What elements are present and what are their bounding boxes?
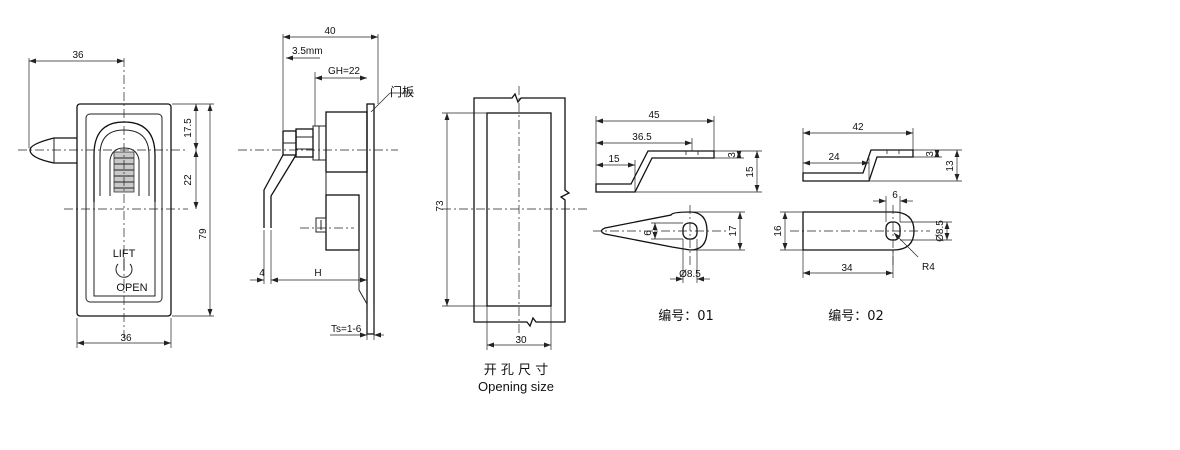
label-lift: LIFT: [113, 248, 136, 260]
cam01-caption: 编号：01: [658, 309, 714, 324]
dim-opening-height: 73: [435, 200, 446, 212]
side-view: 40 3.5mm GH=22 门板 4 H Ts=1-6: [238, 26, 414, 340]
dim-depth: 40: [324, 26, 336, 37]
cam02-dim-34: 34: [841, 263, 853, 274]
cam02-dim-6: 6: [892, 190, 898, 201]
cam02-dim-dia: Ø8.5: [935, 220, 946, 242]
cam01-dim-36-5: 36.5: [632, 132, 652, 143]
dim-h: H: [314, 268, 321, 279]
cam02-dim-13: 13: [945, 160, 956, 172]
cam02-dim-24: 24: [828, 152, 840, 163]
dim-width-top: 36: [72, 50, 84, 61]
cam01-dim-45: 45: [648, 110, 660, 121]
cam02-dim-3: 3: [925, 151, 936, 157]
label-door-panel: 门板: [390, 84, 414, 99]
dim-offset: 3.5mm: [292, 46, 323, 57]
cam01-dim-17: 17: [728, 225, 739, 237]
front-view: LIFT OPEN 36 36 17.5 22 79: [18, 50, 214, 348]
label-open: OPEN: [116, 282, 147, 294]
dim-height: 79: [198, 228, 209, 240]
caption-opening-en: Opening size: [478, 379, 554, 394]
dim-4: 4: [259, 268, 265, 279]
dim-width-bottom: 36: [120, 333, 132, 344]
cam02-dim-16: 16: [773, 225, 784, 237]
dim-gh: GH=22: [328, 66, 360, 77]
cam01-dim-3: 3: [727, 152, 738, 158]
open-indicator-icon: [115, 259, 133, 278]
cam-01-view: 45 36.5 15 3 15 6 17 Ø8.5 编号：01: [593, 110, 762, 324]
cam01-dim-15: 15: [608, 154, 620, 165]
cam01-dim-15-right: 15: [745, 166, 756, 178]
dim-opening-width: 30: [515, 335, 527, 346]
cam01-dim-dia: Ø8.5: [679, 269, 701, 280]
cam01-dim-6: 6: [643, 230, 654, 236]
dim-middle: 22: [183, 174, 194, 186]
caption-opening-cn: 开 孔 尺 寸: [484, 363, 548, 378]
dim-upper: 17.5: [183, 118, 194, 138]
opening-view: 73 30 开 孔 尺 寸 Opening size: [435, 86, 588, 394]
cam02-caption: 编号：02: [828, 309, 884, 324]
cam-02-view: 42 24 3 13 6 16 Ø8.5 R4 34 编号: [773, 122, 962, 324]
dim-ts: Ts=1-6: [331, 324, 362, 335]
cam02-dim-42: 42: [852, 122, 864, 133]
cam02-dim-r4: R4: [922, 262, 935, 273]
